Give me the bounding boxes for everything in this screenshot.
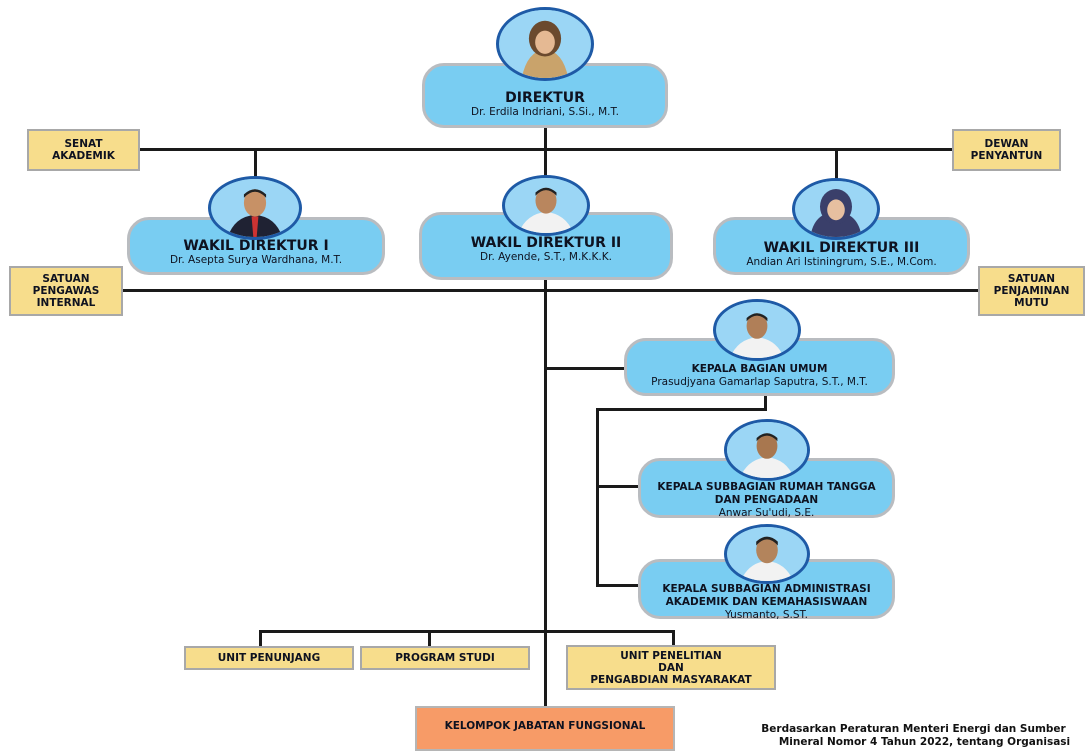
connector-spi-spm (121, 289, 979, 292)
unit-penunjang-box: UNIT PENUNJANG (184, 646, 354, 670)
p2m-line1: UNIT PENELITIAN (620, 649, 722, 662)
subbag-adm-name: Yusmanto, S.ST. (724, 609, 809, 621)
spi-box: SATUAN PENGAWAS INTERNAL (9, 266, 123, 316)
connector-units-bar (259, 630, 675, 633)
subbag-rt-photo (724, 419, 810, 481)
wadir-3-photo (792, 178, 880, 240)
connector-wadir3 (835, 148, 838, 182)
wadir-2-name: Dr. Ayende, S.T., M.K.K.K. (480, 251, 612, 263)
wadir-1-title: WAKIL DIREKTUR I (183, 238, 329, 254)
subbag-adm-box: KEPALA SUBBAGIAN ADMINISTRASI AKADEMIK D… (638, 559, 895, 621)
spi-line3: INTERNAL (36, 297, 96, 309)
spm-line2: PENJAMINAN (993, 285, 1070, 297)
p2m-line2: DAN (658, 661, 684, 674)
subbag-rt-name: Anwar Su'udi, S.E. (718, 507, 815, 519)
program-studi-box: PROGRAM STUDI (360, 646, 530, 670)
wadir-2-box: WAKIL DIREKTUR II Dr. Ayende, S.T., M.K.… (419, 212, 673, 280)
spm-line1: SATUAN (1007, 273, 1056, 285)
jabatan-fungsional-label: KELOMPOK JABATAN FUNGSIONAL (444, 720, 646, 732)
direktur-name: Dr. Erdila Indriani, S.Si., M.T. (471, 106, 619, 118)
dewan-penyantun-box: DEWAN PENYANTUN (952, 129, 1061, 171)
p2m-line3: PENGABDIAN MASYARAKAT (590, 673, 752, 686)
senat-line1: SENAT (64, 138, 103, 150)
connector-subbag-rt (596, 485, 639, 488)
unit-penunjang-label: UNIT PENUNJANG (217, 652, 321, 664)
connector-unit-prodi (428, 630, 431, 649)
subbag-rt-title-line1: KEPALA SUBBAGIAN RUMAH TANGGA (657, 481, 876, 493)
connector-senat-dewan (138, 148, 953, 151)
kabag-umum-name: Prasudjyana Gamarlap Saputra, S.T., M.T. (651, 376, 868, 388)
senat-line2: AKADEMIK (52, 150, 115, 162)
wadir-3-name: Andian Ari Istiningrum, S.E., M.Com. (746, 256, 937, 268)
subbag-adm-title-line1: KEPALA SUBBAGIAN ADMINISTRASI (662, 583, 871, 595)
program-studi-label: PROGRAM STUDI (395, 652, 495, 664)
caption-line2: Mineral Nomor 4 Tahun 2022, tentang Orga… (778, 736, 1071, 748)
regulation-caption: Berdasarkan Peraturan Menteri Energi dan… (742, 723, 1085, 751)
spm-box: SATUAN PENJAMINAN MUTU (978, 266, 1085, 316)
jabatan-fungsional-box: KELOMPOK JABATAN FUNGSIONAL (415, 706, 675, 751)
unit-p2m-box: UNIT PENELITIAN DAN PENGABDIAN MASYARAKA… (566, 645, 776, 690)
wadir-1-name: Dr. Asepta Surya Wardhana, M.T. (169, 254, 343, 266)
spi-line2: PENGAWAS (32, 285, 100, 297)
wadir-2-title: WAKIL DIREKTUR II (470, 235, 622, 251)
direktur-title: DIREKTUR (505, 90, 585, 106)
connector-unit-penunjang (259, 630, 262, 649)
connector-subbag-vertical (596, 408, 599, 586)
connector-main-trunk (544, 278, 547, 708)
connector-wadir1 (254, 148, 257, 182)
dewan-line2: PENYANTUN (970, 150, 1043, 162)
dewan-line1: DEWAN (984, 138, 1029, 150)
connector-unit-p2m (672, 630, 675, 647)
kabag-umum-photo (713, 299, 801, 361)
wadir-2-photo (502, 175, 590, 236)
spm-line3: MUTU (1014, 297, 1049, 309)
wadir-1-photo (208, 176, 302, 240)
senat-akademik-box: SENAT AKADEMIK (27, 129, 140, 171)
connector-subbag-top (596, 408, 767, 411)
wadir-3-title: WAKIL DIREKTUR III (763, 240, 920, 256)
connector-kabag (545, 367, 627, 370)
connector-subbag-adm (596, 584, 639, 587)
subbag-adm-title-line2: AKADEMIK DAN KEMAHASISWAAN (665, 596, 868, 608)
caption-line1: Berdasarkan Peraturan Menteri Energi dan… (761, 723, 1066, 735)
kabag-umum-title: KEPALA BAGIAN UMUM (691, 363, 828, 375)
spi-line1: SATUAN (42, 273, 90, 285)
connector-kabag-down (764, 394, 767, 410)
subbag-rt-title-line2: DAN PENGADAAN (714, 494, 819, 506)
direktur-photo (496, 7, 594, 81)
subbag-adm-photo (724, 524, 810, 584)
